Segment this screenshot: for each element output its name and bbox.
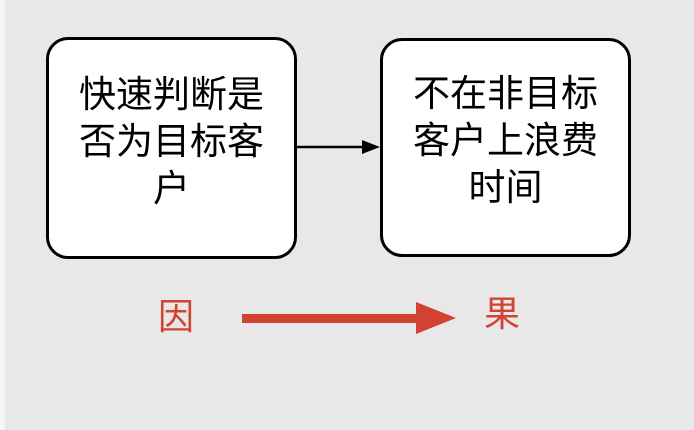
effect-box-text: 不在非目标客户上浪费时间 [413,72,598,209]
cause-box: 快速判断是否为目标客户 [46,37,297,259]
black-arrow [297,140,380,154]
cause-label: 因 [158,297,195,338]
cause-box-text: 快速判断是否为目标客户 [79,72,264,210]
effect-label: 果 [484,294,521,335]
left-edge-strip [0,0,5,430]
effect-box: 不在非目标客户上浪费时间 [380,38,631,257]
red-arrow [242,302,456,334]
